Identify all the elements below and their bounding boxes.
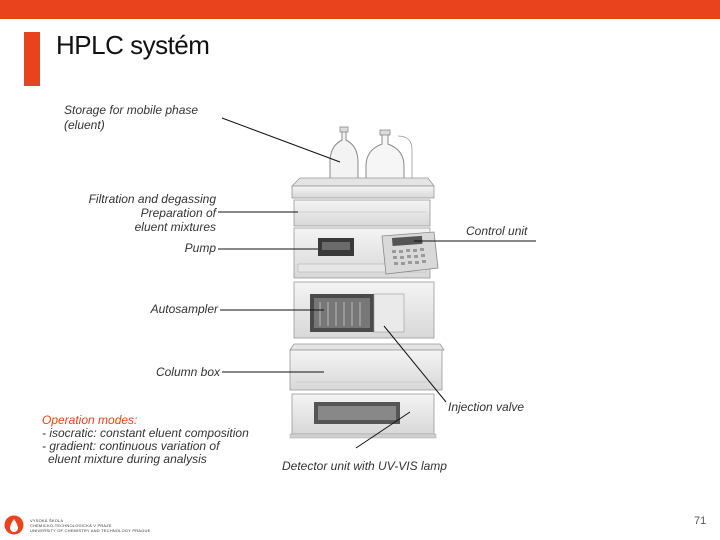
label-detector: Detector unit with UV-VIS lamp (282, 459, 447, 473)
operation-modes-heading: Operation modes: (42, 413, 138, 427)
label-autosampler: Autosampler (150, 302, 218, 316)
control-unit-keypad (381, 231, 439, 275)
mode-gradient-detail: eluent mixture during analysis (48, 452, 207, 466)
mode-gradient: - gradient: continuous variation of (42, 439, 220, 453)
flask-drop-icon (4, 515, 24, 535)
label-filtration: Filtration and degassing (88, 192, 216, 206)
label-storage: Storage for mobile phase (64, 103, 199, 117)
page-number: 71 (694, 515, 707, 527)
title-accent-bar (24, 32, 40, 86)
label-injection-valve: Injection valve (448, 400, 525, 414)
label-preparation: Preparation of (140, 206, 216, 220)
label-eluent-mixtures: eluent mixtures (134, 220, 216, 234)
operation-modes: Operation modes: - isocratic: constant e… (42, 414, 249, 466)
leader-lines (218, 117, 536, 449)
university-logo: VYSOKÁ ŠKOLA CHEMICKO-TECHNOLOGICKÁ V PR… (4, 515, 150, 540)
logo-line-3: UNIVERSITY OF CHEMISTRY AND TECHNOLOGY P… (30, 528, 151, 533)
label-storage-eluent: (eluent) (64, 118, 105, 132)
top-accent-bar (0, 0, 720, 19)
column-box-module (289, 343, 445, 391)
label-pump: Pump (184, 241, 216, 255)
logo-line-2: CHEMICKO-TECHNOLOGICKÁ V PRAZE (30, 523, 112, 528)
detector-module (289, 393, 437, 439)
mode-isocratic: - isocratic: constant eluent composition (42, 426, 249, 440)
degasser-module (291, 177, 435, 227)
slide-title: HPLC systém (56, 30, 210, 60)
label-control-unit: Control unit (466, 224, 528, 238)
logo-line-1: VYSOKÁ ŠKOLA (30, 518, 64, 523)
label-column-box: Column box (155, 365, 220, 379)
autosampler-module (293, 281, 435, 339)
solvent-bottles (329, 126, 413, 183)
